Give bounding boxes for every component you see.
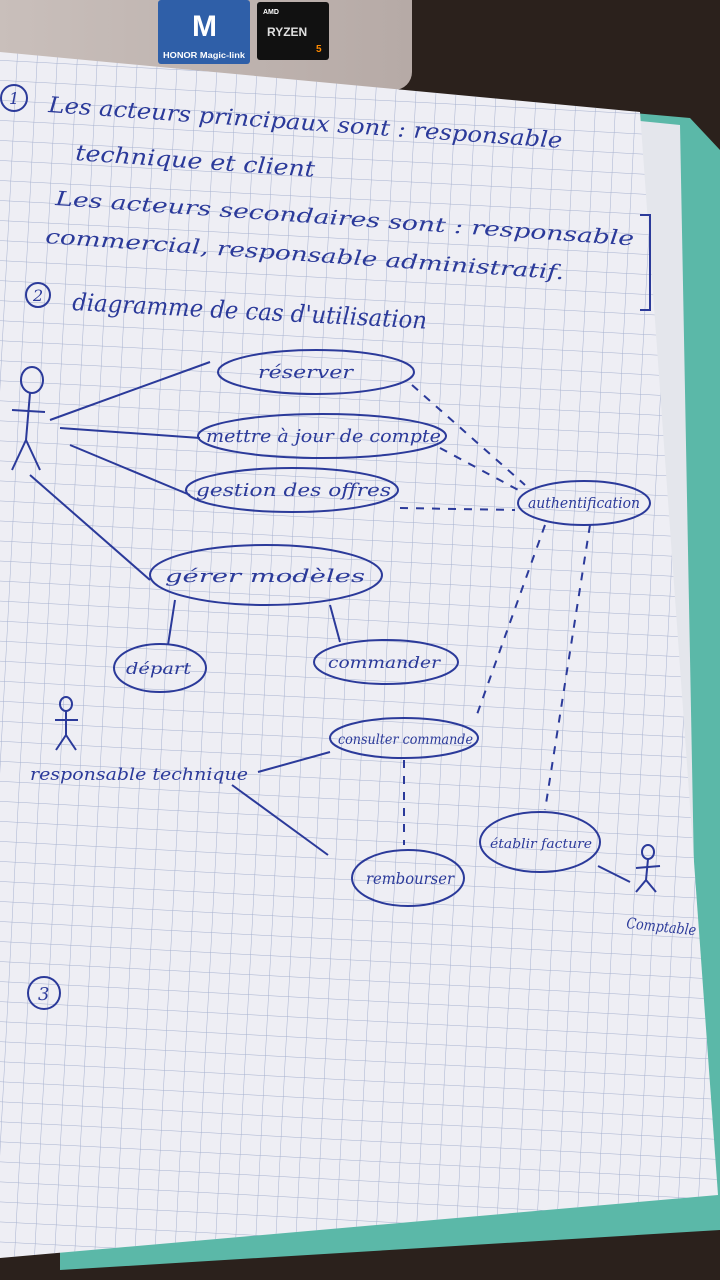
- bracket-mark: [640, 214, 651, 311]
- usecase-commander: [313, 639, 459, 685]
- label-gerer-modeles: gérer modèles: [165, 566, 365, 587]
- usecase-gerer-modeles: [149, 544, 383, 606]
- amd-ryzen-sticker: AMD RYZEN 5: [257, 2, 329, 60]
- label-rembourser: rembourser: [366, 869, 455, 888]
- usecase-consulter-commande: [329, 717, 479, 759]
- assoc-line: [257, 751, 331, 773]
- usecase-rembourser: [351, 849, 465, 907]
- honor-logo: M: [192, 10, 217, 43]
- grid-paper: [0, 52, 718, 1258]
- usecase-depart: [113, 643, 207, 693]
- assoc-line: [59, 427, 201, 439]
- amd-label: AMD: [263, 9, 279, 16]
- include-dashes: [399, 384, 591, 845]
- actor-comptable-figure: [635, 844, 661, 893]
- ryzen-model: 5: [316, 44, 322, 55]
- label-authentification: authentification: [528, 494, 640, 512]
- ryzen-label: RYZEN: [267, 25, 307, 39]
- extend-line: [329, 604, 341, 643]
- section-1-number: 1: [9, 89, 19, 108]
- honor-sticker: M HONOR Magic-link: [158, 0, 250, 64]
- section-3-number: 3: [38, 984, 49, 1005]
- label-mettre-a-jour: mettre à jour de compte: [206, 426, 441, 447]
- usecase-mettre-a-jour: [197, 413, 447, 459]
- label-etablir-facture: établir facture: [490, 837, 592, 852]
- label-depart: départ: [126, 659, 192, 678]
- actor-responsable-technique-figure: [55, 696, 78, 751]
- assoc-line: [597, 865, 631, 883]
- label-gestion-offres: gestion des offres: [196, 480, 391, 501]
- extend-line: [167, 599, 176, 646]
- usecase-labels: réserver mettre à jour de compte gestion…: [30, 362, 697, 1005]
- section-3-number-circle: [27, 976, 61, 1010]
- usecase-reserver: [217, 349, 415, 395]
- label-consulter-commande: consulter commande: [338, 732, 473, 748]
- section-2-number-circle: [25, 282, 51, 308]
- assoc-line: [29, 474, 151, 581]
- label-responsable-technique: responsable technique: [30, 765, 248, 785]
- assoc-line: [49, 361, 211, 421]
- usecase-gestion-offres: [185, 467, 399, 513]
- assoc-line: [231, 784, 329, 856]
- label-reserver: réserver: [258, 362, 355, 383]
- section-1-number-circle: [0, 84, 28, 112]
- assoc-line: [69, 444, 191, 496]
- label-commander: commander: [328, 653, 442, 672]
- honor-sticker-label: HONOR Magic-link: [163, 51, 246, 60]
- actor-client-figure: [11, 366, 46, 471]
- usecase-etablir-facture: [479, 811, 601, 873]
- usecase-authentification: [517, 480, 651, 526]
- section-2-number: 2: [32, 286, 43, 305]
- use-case-diagram: [11, 349, 661, 1010]
